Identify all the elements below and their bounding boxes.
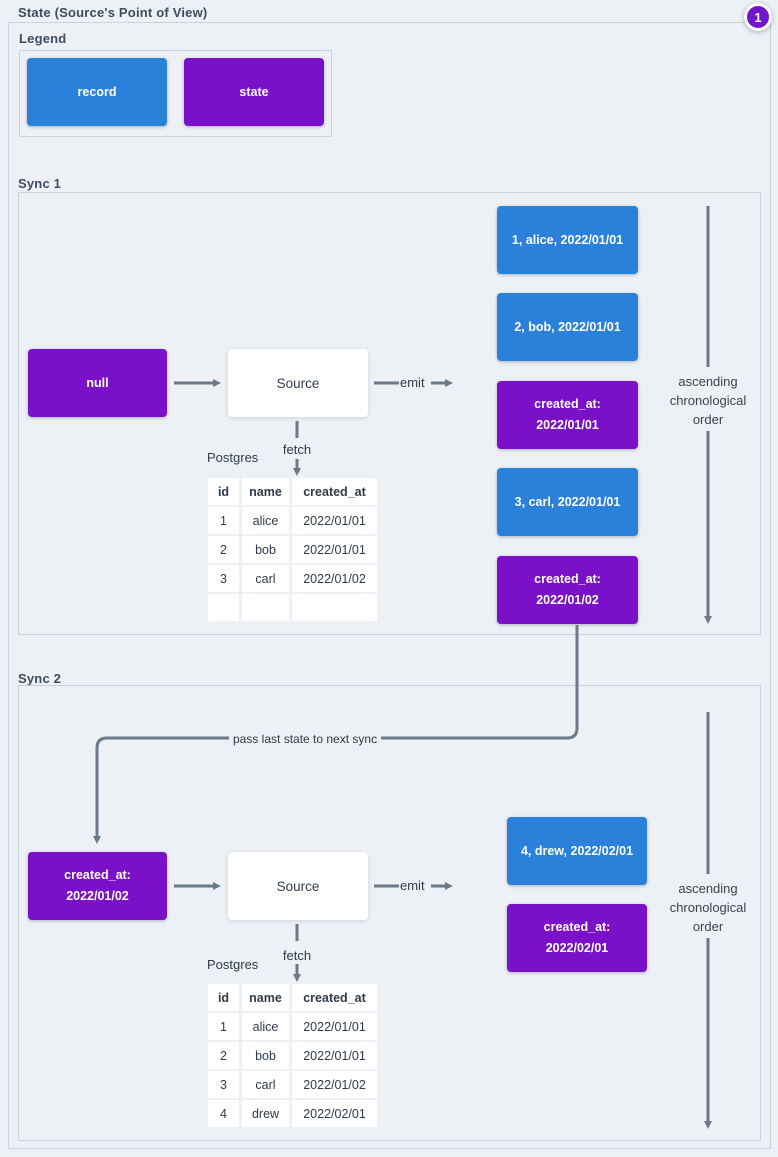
table-cell: bob <box>242 1042 289 1069</box>
sync1-source-node: Source <box>228 349 368 417</box>
sync1-fetch-label: fetch <box>282 442 312 457</box>
sync1-output-state-1: created_at: 2022/01/01 <box>497 381 638 449</box>
state-pov-panel <box>8 22 771 1149</box>
sync2-emit-label: emit <box>400 878 425 893</box>
table-header-cell: name <box>242 478 289 505</box>
sync1-label: Sync 1 <box>18 176 62 191</box>
sync2-label: Sync 2 <box>18 671 62 686</box>
table-cell: 2022/02/01 <box>292 1100 377 1127</box>
sync1-postgres-table: id name created_at 1 alice 2022/01/01 2 … <box>208 478 377 621</box>
table-cell: 1 <box>208 507 239 534</box>
sync2-postgres-table: id name created_at 1 alice 2022/01/01 2 … <box>208 984 377 1127</box>
sync2-source-node: Source <box>228 852 368 920</box>
table-cell: 2 <box>208 1042 239 1069</box>
table-cell: 2022/01/01 <box>292 507 377 534</box>
table-cell <box>208 594 239 621</box>
sync2-input-state-node: created_at: 2022/01/02 <box>28 852 167 920</box>
diagram-title: State (Source's Point of View) <box>18 5 208 20</box>
table-header-cell: name <box>242 984 289 1011</box>
table-cell: 2022/01/01 <box>292 1013 377 1040</box>
table-cell: carl <box>242 565 289 592</box>
table-cell: 3 <box>208 565 239 592</box>
table-cell: alice <box>242 507 289 534</box>
sync2-postgres-label: Postgres <box>207 957 259 972</box>
table-cell: 2022/01/02 <box>292 565 377 592</box>
table-cell: bob <box>242 536 289 563</box>
table-cell: 2022/01/02 <box>292 1071 377 1098</box>
table-header-cell: id <box>208 478 239 505</box>
legend-record-node: record <box>27 58 167 126</box>
table-cell <box>242 594 289 621</box>
sync2-order-note: ascending chronological order <box>669 881 747 934</box>
table-cell: alice <box>242 1013 289 1040</box>
sync2-output-record-1: 4, drew, 2022/02/01 <box>507 817 647 885</box>
sync1-order-note: ascending chronological order <box>669 374 747 427</box>
table-header-cell: id <box>208 984 239 1011</box>
legend-state-node: state <box>184 58 324 126</box>
table-cell: drew <box>242 1100 289 1127</box>
table-cell <box>292 594 377 621</box>
pass-state-label-overlay: pass last state to next sync <box>229 731 382 747</box>
table-cell: 2 <box>208 536 239 563</box>
legend-label: Legend <box>19 31 67 46</box>
table-cell: 3 <box>208 1071 239 1098</box>
sync1-output-state-2: created_at: 2022/01/02 <box>497 556 638 624</box>
sync2-fetch-label: fetch <box>282 948 312 963</box>
sync1-input-state-node: null <box>28 349 167 417</box>
sync1-output-record-2: 2, bob, 2022/01/01 <box>497 293 638 361</box>
annotation-badge-1: 1 <box>744 3 772 31</box>
table-cell: carl <box>242 1071 289 1098</box>
table-cell: 1 <box>208 1013 239 1040</box>
table-cell: 4 <box>208 1100 239 1127</box>
sync1-output-record-1: 1, alice, 2022/01/01 <box>497 206 638 274</box>
legend-panel <box>19 50 332 137</box>
table-header-cell: created_at <box>292 478 377 505</box>
sync1-output-record-3: 3, carl, 2022/01/01 <box>497 468 638 536</box>
table-cell: 2022/01/01 <box>292 536 377 563</box>
sync1-postgres-label: Postgres <box>207 450 259 465</box>
table-header-cell: created_at <box>292 984 377 1011</box>
table-cell: 2022/01/01 <box>292 1042 377 1069</box>
sync1-emit-label: emit <box>400 375 425 390</box>
sync2-output-state-1: created_at: 2022/02/01 <box>507 904 647 972</box>
